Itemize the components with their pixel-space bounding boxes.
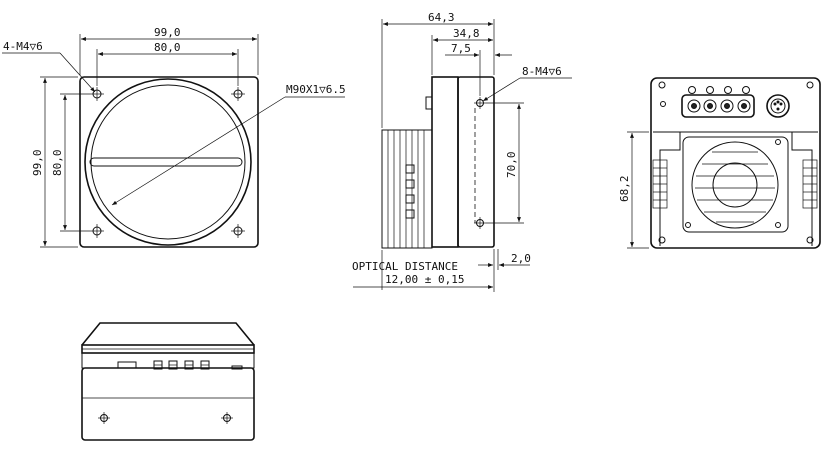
- note-mount-thread: M90X1▽6.5: [286, 83, 346, 96]
- rear-screw-right: [775, 139, 781, 145]
- value-optical-distance: 12,00 ± 0,15: [385, 273, 464, 286]
- mount-hole-top-right: [231, 87, 245, 101]
- dim-height-holes: 80,0: [51, 150, 64, 177]
- dim-hole-spacing: 70,0: [505, 152, 518, 179]
- rear-screw-mid-right: [775, 222, 781, 228]
- rear-hole-bottom-right: [806, 236, 814, 244]
- rear-rib-right: [802, 159, 818, 209]
- leader-mount-thread: [111, 96, 286, 206]
- leader-side-holes: [482, 77, 521, 102]
- dim-rear-height: 68,2: [618, 176, 631, 203]
- top-connector-1: [117, 361, 137, 369]
- rear-view: 68,2: [618, 77, 821, 249]
- top-hole-right: [221, 412, 233, 424]
- lens-mount-ring-outer: [84, 78, 252, 246]
- fan-housing: [682, 136, 789, 233]
- data-port-4-icon: [737, 99, 751, 113]
- rear-hole-top-left: [658, 81, 666, 89]
- label-optical-distance: OPTICAL DISTANCE: [352, 260, 458, 273]
- dim-depth-mid: 34,8: [453, 27, 480, 40]
- rear-body-outline: [650, 77, 821, 249]
- side-connector-3: [405, 194, 415, 204]
- rear-hole-bottom-left: [658, 236, 666, 244]
- top-view: [81, 322, 255, 441]
- front-view: 99,0 80,0 99,0 80,0 4-M4▽6 M90X1▽6.5: [2, 26, 346, 248]
- top-body: [81, 367, 255, 441]
- dim-width-holes: 80,0: [154, 41, 181, 54]
- top-mid-band: [81, 352, 255, 369]
- top-connector-4: [184, 360, 194, 370]
- fan-hub: [712, 162, 758, 208]
- side-connector-4: [405, 209, 415, 219]
- status-led-4-icon: [742, 86, 750, 94]
- dim-width-outer: 99,0: [154, 26, 181, 39]
- mount-hole-bottom-right: [231, 224, 245, 238]
- data-port-2-icon: [703, 99, 717, 113]
- rear-screw-left: [660, 101, 666, 107]
- fan-slats: [695, 151, 775, 223]
- side-hole-bottom: [474, 217, 486, 229]
- dim-flange-gap: 2,0: [511, 252, 531, 265]
- rear-hole-top-right: [806, 81, 814, 89]
- side-knob: [425, 96, 433, 110]
- front-body-outline: [79, 76, 259, 248]
- leader-holes-note: [59, 52, 96, 93]
- data-port-1-icon: [687, 99, 701, 113]
- power-connector-icon: [766, 94, 790, 118]
- note-side-holes: 8-M4▽6: [522, 65, 562, 78]
- top-lens-mount-outline: [81, 322, 255, 346]
- dim-height-outer: 99,0: [31, 150, 44, 177]
- top-hole-left: [98, 412, 110, 424]
- status-led-3-icon: [724, 86, 732, 94]
- top-connector-2: [153, 360, 163, 370]
- dim-depth-total: 64,3: [428, 11, 455, 24]
- sensor-slit: [89, 157, 243, 167]
- side-view: 64,3 34,8 7,5 8-M4▽6 70,0 2,0 OPTICAL DI…: [352, 11, 572, 292]
- top-connector-5: [200, 360, 210, 370]
- side-connector-2: [405, 179, 415, 189]
- dim-depth-front: 7,5: [451, 42, 471, 55]
- side-body-rear: [431, 76, 459, 248]
- rear-screw-mid-left: [685, 222, 691, 228]
- data-port-3-icon: [720, 99, 734, 113]
- status-led-1-icon: [688, 86, 696, 94]
- status-led-2-icon: [706, 86, 714, 94]
- note-front-holes: 4-M4▽6: [3, 40, 43, 53]
- rear-lower-shell: [653, 131, 818, 246]
- top-connector-3: [168, 360, 178, 370]
- side-body-front: [457, 76, 495, 248]
- top-latch: [231, 365, 243, 370]
- fan-grille: [691, 141, 779, 229]
- heatsink-block: [381, 129, 433, 249]
- data-port-strip: [681, 94, 755, 118]
- rear-rib-left: [652, 159, 668, 209]
- side-hole-top: [474, 97, 486, 109]
- lens-mount-ring-inner: [90, 84, 246, 240]
- side-connector-1: [405, 164, 415, 174]
- mount-hole-top-left: [90, 87, 104, 101]
- mount-hole-bottom-left: [90, 224, 104, 238]
